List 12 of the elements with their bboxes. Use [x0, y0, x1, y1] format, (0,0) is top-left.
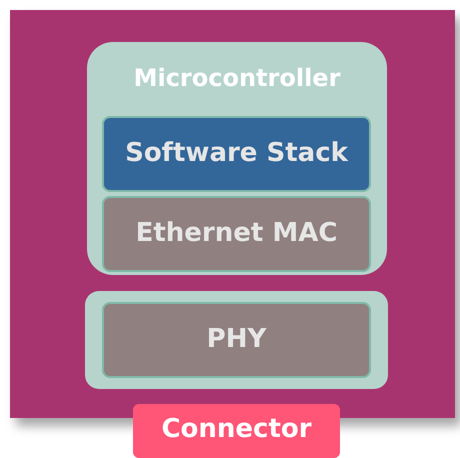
microcontroller-box: [87, 42, 387, 275]
box-label: Ethernet MAC: [134, 218, 338, 248]
background-panel: [10, 10, 455, 418]
box-label: Connector: [160, 414, 313, 444]
process-box: [102, 196, 371, 272]
connector-box: [133, 404, 340, 458]
box-title: Microcontroller: [132, 64, 342, 92]
box-label: PHY: [206, 324, 268, 354]
box-label: Software Stack: [124, 138, 350, 168]
container-box: [85, 291, 388, 389]
process-box: [102, 302, 371, 378]
process-box: [102, 116, 371, 192]
